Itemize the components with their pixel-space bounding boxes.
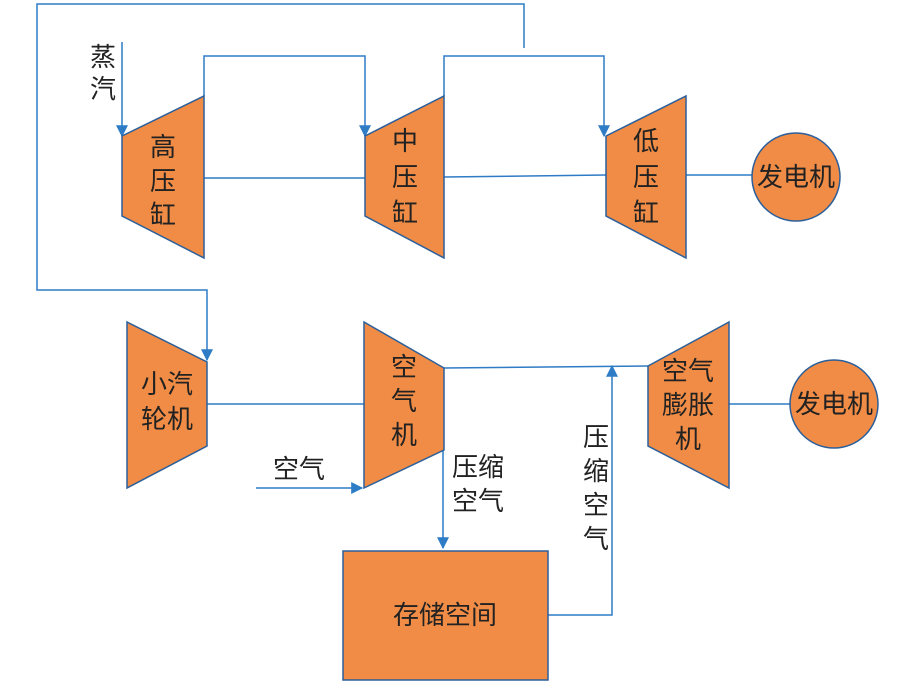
shaft-ip-lp (443, 174, 607, 178)
hp-to-ip-line (203, 55, 371, 138)
small-turbine-label-1: 小汽 (141, 370, 193, 400)
hp-label-2: 压 (150, 167, 176, 197)
compressor-label-3: 机 (391, 421, 417, 451)
expander-label-2: 膨胀 (662, 391, 714, 421)
lp-label-2: 压 (633, 163, 659, 193)
high-pressure-cylinder: 高 压 缸 (121, 94, 205, 260)
storage-space: 存储空间 (342, 550, 549, 681)
compressed-air-label-b-4: 气 (583, 525, 609, 555)
generator-bottom: 发电机 (789, 359, 879, 449)
expander-label-1: 空气 (662, 357, 714, 387)
hp-label-1: 高 (150, 133, 176, 163)
low-pressure-cylinder: 低 压 缸 (605, 94, 687, 260)
hp-label-3: 缸 (150, 201, 176, 231)
loop-line-to-small-turbine (36, 3, 525, 362)
expander-label-3: 机 (675, 425, 701, 455)
small-steam-turbine: 小汽 轮机 (126, 320, 208, 490)
ip-to-lp-line (443, 55, 610, 138)
gen-top-label: 发电机 (757, 163, 835, 193)
gen-bottom-label: 发电机 (795, 390, 873, 420)
storage-label: 存储空间 (393, 601, 497, 631)
ip-label-3: 缸 (392, 199, 418, 229)
steam-label-2: 汽 (90, 75, 116, 105)
ip-label-2: 压 (392, 163, 418, 193)
compressed-air-label-b-3: 空 (583, 491, 609, 521)
compressor-label-1: 空 (391, 353, 417, 383)
storage-to-expander-line (548, 364, 618, 616)
air-inlet-label: 空气 (273, 455, 325, 485)
compressed-air-label-a-1: 压缩 (452, 453, 504, 483)
ip-label-1: 中 (392, 127, 418, 157)
compressed-air-label-b-1: 压 (583, 423, 609, 453)
compressor-label-2: 气 (391, 387, 417, 417)
connection-lines (36, 3, 790, 616)
compressed-air-label-b-2: 缩 (583, 457, 609, 487)
steam-label-1: 蒸 (90, 43, 116, 73)
air-expander: 空气 膨胀 机 (647, 320, 730, 490)
lp-label-3: 缸 (633, 199, 659, 229)
air-compressor: 空 气 机 (363, 320, 445, 490)
small-turbine-label-2: 轮机 (141, 405, 193, 435)
compressor-to-expander-line (443, 365, 649, 369)
intermediate-pressure-cylinder: 中 压 缸 (364, 94, 445, 260)
lp-label-1: 低 (633, 127, 659, 157)
generator-top: 发电机 (751, 132, 841, 222)
compressed-air-label-a-2: 空气 (452, 487, 504, 517)
